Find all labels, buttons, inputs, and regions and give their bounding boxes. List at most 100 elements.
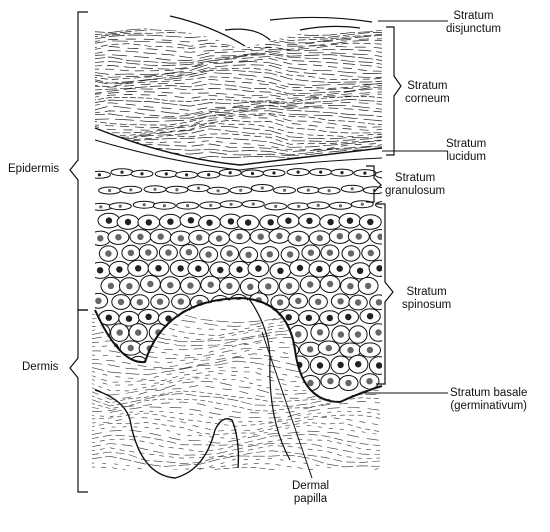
cell <box>299 214 321 229</box>
cell <box>331 356 350 374</box>
cell <box>331 169 353 176</box>
cell <box>242 201 264 208</box>
cell <box>261 247 279 262</box>
cell <box>90 262 111 278</box>
cell <box>300 276 320 293</box>
cell <box>307 202 329 209</box>
label-stratum-spinosum: Stratum spinosum <box>402 286 451 312</box>
cell <box>309 231 330 245</box>
label-stratum-lucidum: Stratum lucidum <box>446 138 486 164</box>
cell <box>310 169 332 176</box>
cell <box>159 342 180 356</box>
cell <box>288 203 310 210</box>
cell <box>339 213 361 228</box>
cell <box>160 214 182 229</box>
cell <box>287 169 309 176</box>
cell <box>297 187 319 194</box>
label-stratum-granulosum: Stratum granulosum <box>385 172 445 198</box>
cell <box>98 213 120 228</box>
cell <box>349 295 367 310</box>
cell <box>155 170 177 177</box>
cell <box>200 342 221 356</box>
cell <box>188 261 209 277</box>
cell <box>300 342 321 356</box>
cell <box>88 171 110 178</box>
cell <box>221 246 239 261</box>
cell <box>369 260 390 276</box>
cell <box>321 374 340 389</box>
cell <box>329 229 350 243</box>
cell <box>263 170 285 177</box>
cell <box>289 294 307 309</box>
cell <box>151 294 169 309</box>
cell <box>180 245 198 260</box>
cell <box>141 276 161 293</box>
cell <box>250 230 271 244</box>
cell <box>349 355 368 373</box>
dermis-fibre <box>90 398 380 411</box>
cell <box>89 357 108 375</box>
cell <box>180 213 202 228</box>
cell <box>241 373 260 388</box>
dermis-fibre <box>90 451 380 464</box>
cell <box>98 342 119 356</box>
corneum-fibre <box>90 153 390 160</box>
cell <box>258 278 278 295</box>
cell <box>166 186 188 193</box>
cell <box>133 201 155 208</box>
cell <box>176 171 198 178</box>
cell <box>278 213 300 228</box>
cell <box>207 187 229 194</box>
cell <box>177 202 199 209</box>
cell <box>339 376 358 391</box>
cell <box>200 247 218 262</box>
cell <box>210 262 231 278</box>
cell <box>159 245 177 260</box>
cell <box>148 355 167 373</box>
cell <box>230 187 252 194</box>
cell <box>321 245 339 260</box>
cell <box>330 202 352 209</box>
cell <box>360 309 380 324</box>
cell <box>309 294 327 309</box>
cell <box>369 357 388 375</box>
cell <box>269 229 290 243</box>
cell <box>109 261 130 277</box>
cell <box>189 230 210 244</box>
label-dermis: Dermis <box>22 361 58 374</box>
cell <box>265 203 287 210</box>
cell <box>341 278 361 295</box>
cell <box>199 215 221 230</box>
cell <box>99 375 118 390</box>
cell <box>370 230 391 244</box>
cell <box>122 245 140 260</box>
cell <box>99 246 117 261</box>
cell <box>260 374 279 389</box>
dermis-fibre <box>90 455 380 467</box>
cell <box>119 278 139 295</box>
cell <box>332 326 350 344</box>
cell <box>198 171 220 178</box>
cell <box>179 374 198 389</box>
cell <box>320 276 340 293</box>
corneum-fibre <box>90 73 390 86</box>
cell <box>229 295 247 310</box>
cell <box>310 357 329 375</box>
label-epidermis: Epidermis <box>8 163 59 176</box>
cell <box>170 324 188 342</box>
cell <box>242 170 264 177</box>
dermis-fibre <box>90 401 380 413</box>
cell <box>320 311 340 326</box>
cell <box>231 356 250 374</box>
cell <box>354 170 376 177</box>
cell <box>101 277 121 294</box>
cell <box>120 375 139 390</box>
cell <box>138 310 158 325</box>
cell <box>232 325 250 343</box>
cell <box>99 187 121 194</box>
cell <box>350 263 371 279</box>
cell <box>359 343 380 357</box>
cell <box>288 231 309 245</box>
cell <box>318 341 339 355</box>
